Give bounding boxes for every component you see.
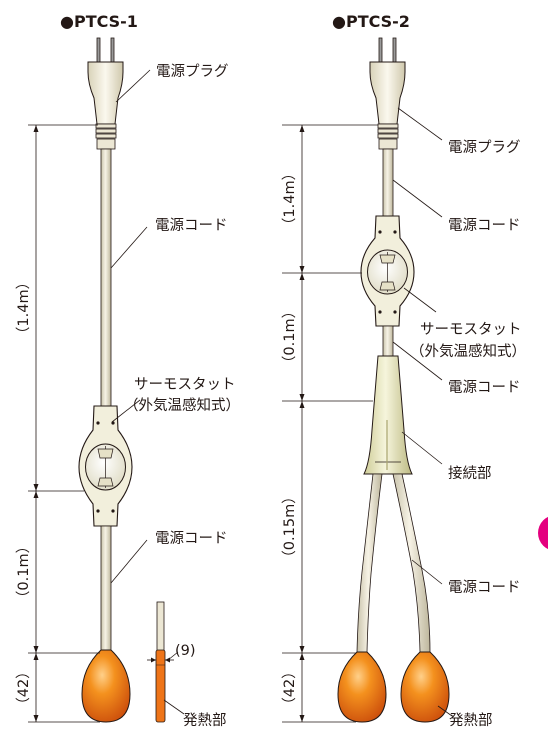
- ptcs2-power-cord-top: [382, 148, 394, 217]
- ptcs1-power-plug: [87, 37, 124, 150]
- ptcs2-power-cord-left-branch: [356, 473, 383, 653]
- ptcs1-cord-length-dim: （1.4m）: [15, 275, 32, 341]
- ptcs1-thermostat-sublabel: （外気温感知式）: [124, 397, 240, 414]
- ptcs2-power-plug: [369, 37, 406, 150]
- ptcs1-thermostat-label: サーモスタット: [134, 376, 236, 393]
- ptcs1-heater-dim: （42）: [15, 664, 32, 711]
- ptcs1-dimension-arrows: [33, 125, 39, 722]
- ptcs2-dimension-arrows: [299, 125, 305, 722]
- ptcs2-diagram: ●PTCS-2: [281, 12, 526, 729]
- ptcs2-mid-cord-dim: （0.1m）: [281, 304, 298, 370]
- ptcs2-heater-label: 発熱部: [449, 712, 493, 729]
- ptcs2-connector: [363, 355, 413, 475]
- ptcs2-title: ●PTCS-2: [332, 12, 410, 31]
- ptcs1-heating-element: [81, 649, 131, 723]
- ptcs1-thermostat: [78, 405, 133, 527]
- ptcs2-cord-bottom-label: 電源コード: [448, 579, 521, 596]
- ptcs1-power-cord-bottom: [100, 525, 112, 651]
- ptcs1-lower-cord-dim: （0.1m）: [15, 539, 32, 605]
- ptcs1-cord-bottom-label: 電源コード: [155, 530, 228, 547]
- ptcs2-power-cord-right-branch: [392, 473, 431, 653]
- ptcs2-thermostat: [360, 215, 415, 327]
- ptcs2-thermostat-label: サーモスタット: [420, 321, 522, 338]
- ptcs1-heater-label: 発熱部: [183, 712, 227, 729]
- ptcs2-split-cord-dim: （0.15m）: [281, 489, 298, 564]
- accent-badge: [538, 516, 548, 550]
- ptcs2-cord-mid-label: 電源コード: [448, 379, 521, 396]
- ptcs2-dimensions: [282, 124, 378, 723]
- ptcs2-power-cord-mid: [382, 325, 394, 357]
- ptcs2-heating-element-right: [400, 651, 450, 723]
- ptcs2-cord-length-dim: （1.4m）: [281, 166, 298, 232]
- ptcs1-dimensions: [28, 124, 100, 723]
- ptcs1-plug-label: 電源プラグ: [156, 63, 229, 80]
- ptcs2-thermostat-sublabel: （外気温感知式）: [410, 343, 526, 360]
- ptcs1-power-cord-top: [100, 148, 112, 407]
- ptcs1-title: ●PTCS-1: [60, 12, 138, 31]
- ptcs1-thickness-label: (9): [175, 643, 196, 659]
- ptcs1-cord-top-label: 電源コード: [155, 217, 228, 234]
- ptcs2-cord-top-label: 電源コード: [448, 217, 521, 234]
- ptcs1-heater-side-view: [155, 601, 166, 723]
- ptcs2-plug-label: 電源プラグ: [448, 139, 521, 156]
- ptcs2-connector-label: 接続部: [448, 465, 492, 482]
- ptcs2-heater-dim: （42）: [281, 664, 298, 711]
- ptcs2-heating-element-left: [337, 651, 387, 723]
- ptcs1-thickness-dimension: (9): [147, 643, 196, 663]
- ptcs1-diagram: ●PTCS-1: [15, 12, 240, 729]
